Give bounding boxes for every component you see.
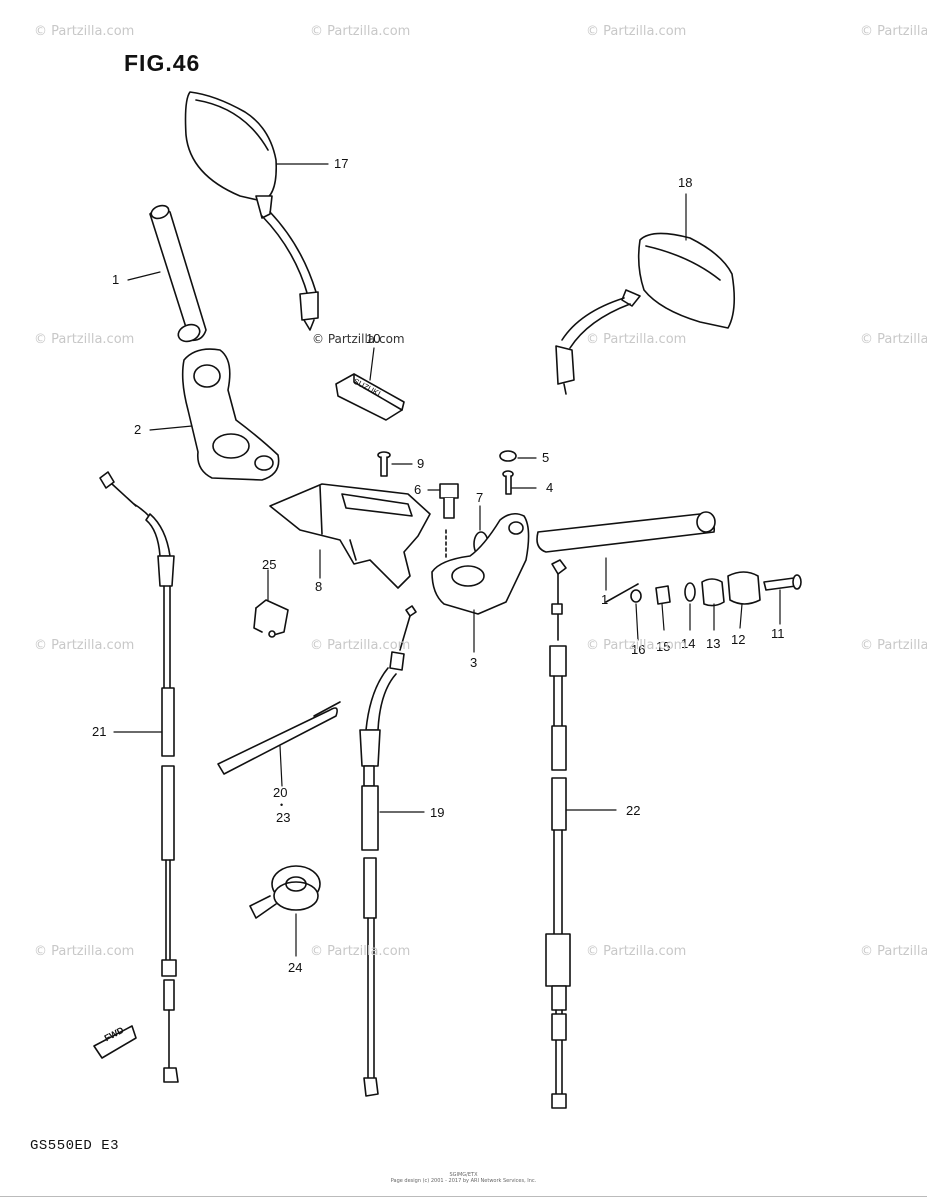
callout-7[interactable]: 7 (476, 490, 484, 505)
part-13-bar-end-inner[interactable] (701, 578, 725, 607)
part-1-left-grip[interactable] (149, 203, 207, 344)
watermark: © Partzilla.com (586, 332, 687, 347)
page-bottom-rule (0, 1196, 927, 1197)
watermark: © Partzilla.com (860, 638, 927, 653)
part-24-adjuster[interactable] (249, 865, 321, 919)
callout-24[interactable]: 24 (288, 960, 303, 975)
callout-22[interactable]: 22 (626, 803, 641, 818)
callout-17[interactable]: 17 (334, 156, 349, 171)
watermark: © Partzilla.com (586, 944, 687, 959)
part-10-emblem[interactable] (335, 373, 405, 421)
callout-23[interactable]: 23 (276, 810, 291, 825)
callout-10[interactable]: 10 (366, 331, 381, 346)
callout-25[interactable]: 25 (262, 557, 277, 572)
callout-12[interactable]: 12 (731, 632, 746, 647)
part-14-washer[interactable] (684, 582, 696, 602)
callout-18[interactable]: 18 (678, 175, 693, 190)
part-15-spacer[interactable] (655, 585, 671, 605)
callout-11[interactable]: 11 (771, 626, 785, 641)
fwd-arrow (93, 1025, 137, 1059)
watermark: © Partzilla.com (310, 944, 411, 959)
part-19-throttle-cable[interactable] (359, 605, 417, 1097)
leader-lines (113, 163, 781, 957)
part-9-screw[interactable] (377, 451, 391, 477)
watermark: © Partzilla.com (860, 944, 927, 959)
part-5-cap[interactable] (499, 450, 517, 462)
callout-19[interactable]: 19 (430, 805, 445, 820)
part-20-tie-band[interactable] (217, 701, 341, 775)
watermark: © Partzilla.com (34, 332, 135, 347)
watermark: © Partzilla.com (34, 944, 135, 959)
callout-1-right[interactable]: 1 (601, 592, 609, 607)
part-3-right-handlebar-holder[interactable] (431, 512, 530, 615)
part-18-right-mirror[interactable] (555, 232, 736, 395)
watermark: © Partzilla.com (860, 24, 927, 39)
callout-21[interactable]: 21 (92, 724, 107, 739)
model-code: GS550ED E3 (30, 1138, 120, 1154)
watermark: © Partzilla.com (34, 24, 135, 39)
callout-15[interactable]: 15 (656, 639, 671, 654)
callout-6[interactable]: 6 (414, 482, 422, 497)
part-22-clutch-cable[interactable] (545, 559, 571, 1109)
watermark: © Partzilla.com (860, 332, 927, 347)
callout-20[interactable]: 20 (273, 785, 288, 800)
part-6-bolt[interactable] (439, 483, 459, 519)
credit-line-1: SGIMG/ETX (449, 1172, 478, 1178)
part-16-nut[interactable] (630, 589, 642, 603)
part-21-throttle-cable[interactable] (99, 471, 179, 1083)
part-2-left-handlebar-holder[interactable] (181, 348, 280, 481)
part-11-bar-end-screw[interactable] (763, 574, 802, 591)
watermark: © Partzilla.com (34, 638, 135, 653)
watermark-center: © Partzilla.com (312, 332, 405, 346)
callout-16[interactable]: 16 (631, 642, 646, 657)
callout-14[interactable]: 14 (681, 636, 696, 651)
part-25-clip[interactable] (253, 599, 289, 638)
callout-20-23-separator: • (280, 800, 284, 810)
callout-4[interactable]: 4 (546, 480, 554, 495)
callout-8[interactable]: 8 (315, 579, 323, 594)
part-4-screw[interactable] (502, 470, 514, 495)
callout-2[interactable]: 2 (134, 422, 142, 437)
part-12-bar-end-weight[interactable] (727, 571, 761, 605)
watermark: © Partzilla.com (586, 638, 687, 653)
part-17-left-mirror[interactable] (184, 91, 319, 331)
callout-3[interactable]: 3 (470, 655, 478, 670)
credit-line-2: Page design (c) 2001 - 2017 by ARI Netwo… (390, 1178, 537, 1184)
callout-5[interactable]: 5 (542, 450, 550, 465)
watermark: © Partzilla.com (310, 24, 411, 39)
callout-13[interactable]: 13 (706, 636, 721, 651)
callout-9[interactable]: 9 (417, 456, 425, 471)
callout-1-left[interactable]: 1 (112, 272, 120, 287)
watermark: © Partzilla.com (310, 638, 411, 653)
figure-title: FIG.46 (124, 50, 201, 76)
part-8-holder-cover[interactable] (269, 483, 431, 589)
part-1-right-grip[interactable] (536, 511, 716, 553)
watermark: © Partzilla.com (586, 24, 687, 39)
